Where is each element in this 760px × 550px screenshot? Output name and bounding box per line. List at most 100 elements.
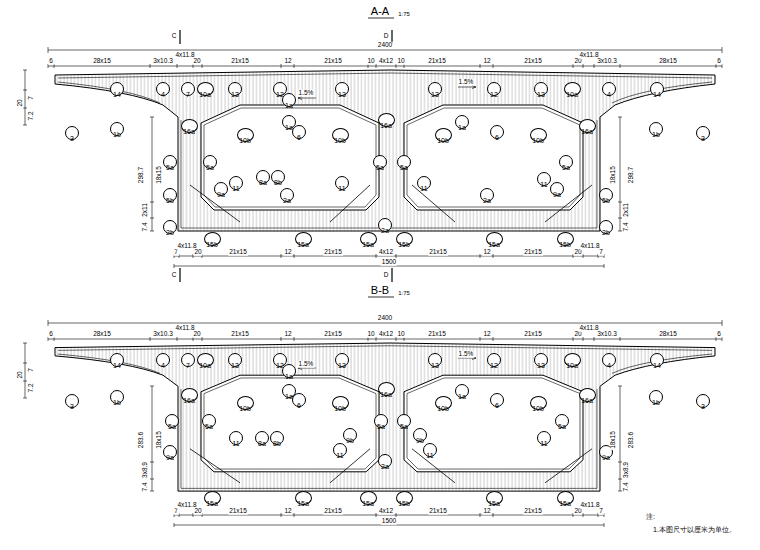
dimension-label: 21x15 [228,508,248,515]
callout-number: 15a [362,239,374,251]
callout-circle: 14 [650,353,664,367]
callout-circle: 11 [537,172,551,186]
dimension-label: 28x15 [658,58,678,65]
callout-circle: 5a [559,155,573,169]
callout-number: 13 [231,360,239,372]
dimension-label: 21x15 [523,331,543,338]
dimension-label: 12 [283,249,292,256]
callout-circle: 16a [181,388,198,402]
callout-number: 5a [206,162,214,174]
dimension-label: 10 [366,331,375,338]
callout-circle: 4 [156,353,170,367]
callout-circle: 16a [181,119,198,133]
dimension-label: 20 [17,370,24,379]
dimension-label: 1:75 [397,290,411,296]
callout-number: 5a [558,421,566,433]
callout-number: 5a [400,421,408,433]
dimension-label: 283.6 [628,431,635,449]
callout-number: 3 [701,401,705,413]
callout-circle: 8a [256,170,270,184]
callout-circle: 16a [378,382,395,396]
callout-number: 10b [239,403,251,415]
callout-number: 5a [400,162,408,174]
callout-circle: 11 [229,431,243,445]
dimension-label: 7.4 [623,221,630,232]
callout-number: 9b [416,435,424,447]
callout-number: 9a [602,452,610,464]
dimension-label: 18x15 [156,165,163,185]
dimension-label: 6 [716,331,722,338]
callout-circle: 5a [165,414,179,428]
dimension-label: 21x15 [230,58,250,65]
callout-number: 8a [258,438,266,450]
callout-number: 11 [336,450,343,462]
callout-circle: 14 [110,82,124,96]
callout-number: 1b [652,129,660,141]
callout-circle: 13 [335,353,349,367]
dimension-label: 4x12 [378,508,394,515]
callout-circle: 16a [579,388,596,402]
callout-circle: 3 [65,394,79,408]
dimension-label: 3x10.3 [152,331,174,338]
dimension-label: 7 [173,249,179,256]
callout-number: 10a [566,360,578,372]
callout-number: 10a [199,360,211,372]
callout-number: 14 [653,360,661,372]
dimension-label: 21x15 [323,58,343,65]
callout-circle: 5a [397,155,411,169]
callout-circle: 11 [229,176,243,190]
callout-circle: 2a [480,188,494,202]
dimension-label: 28x15 [92,58,112,65]
callout-circle: 13 [428,82,442,96]
dimension-label: 21x15 [428,249,448,256]
callout-number: 4 [161,89,165,101]
callout-number: 12 [490,360,498,372]
callout-number: 12 [490,89,498,101]
callout-circle: 5a [555,414,569,428]
dimension-label: 21x15 [427,331,447,338]
dimension-label: 28x15 [92,331,112,338]
dimension-label: 1.5% [298,361,315,368]
dimension-label: D [383,272,390,279]
dimension-label: 21x15 [323,249,343,256]
callout-number: 5b [602,195,610,207]
dimension-label: 2400 [377,315,393,322]
callout-circle: 6 [490,393,504,407]
dimension-label: 21x15 [428,508,448,515]
dimension-label: 7 [28,95,35,101]
callout-circle: 2a [378,218,392,232]
callout-circle: 3 [696,126,710,140]
callout-circle: 5a [203,155,217,169]
callout-circle: 9a [163,445,177,459]
callout-number: 8a [259,177,267,189]
callout-number: 1a [285,100,293,112]
dimension-label: 7 [598,249,604,256]
dimension-label: 4x12 [378,249,394,256]
callout-number: 16a [581,126,593,138]
callout-number: 2a [483,195,491,207]
callout-circle: 14 [650,82,664,96]
callout-number: 13 [338,89,346,101]
dimension-label: 20 [573,508,582,515]
callout-number: 9a [166,452,174,464]
dimension-label: 7 [173,508,179,515]
dimension-label: 2x11 [142,202,149,218]
callout-number: 13 [338,360,346,372]
callout-circle: 15b [557,232,574,246]
callout-circle: 10b [332,128,349,142]
callout-number: 11 [426,450,433,462]
callout-number: 3 [70,133,74,145]
callout-circle: 15b [204,232,221,246]
dimension-label: 1.5% [458,351,475,358]
callout-number: 5a [205,421,213,433]
dimension-label: 21x15 [523,249,543,256]
callout-number: 5a [376,162,384,174]
dimension-label: 12 [283,508,292,515]
dimension-label: 1.本图尺寸以厘米为单位。 [652,526,737,533]
callout-circle: 8b [270,431,284,445]
callout-number: 15b [398,498,410,510]
callout-circle: 5a [202,414,216,428]
callout-circle: 4 [602,82,616,96]
callout-number: 11 [540,438,547,450]
callout-circle: 10b [435,128,452,142]
